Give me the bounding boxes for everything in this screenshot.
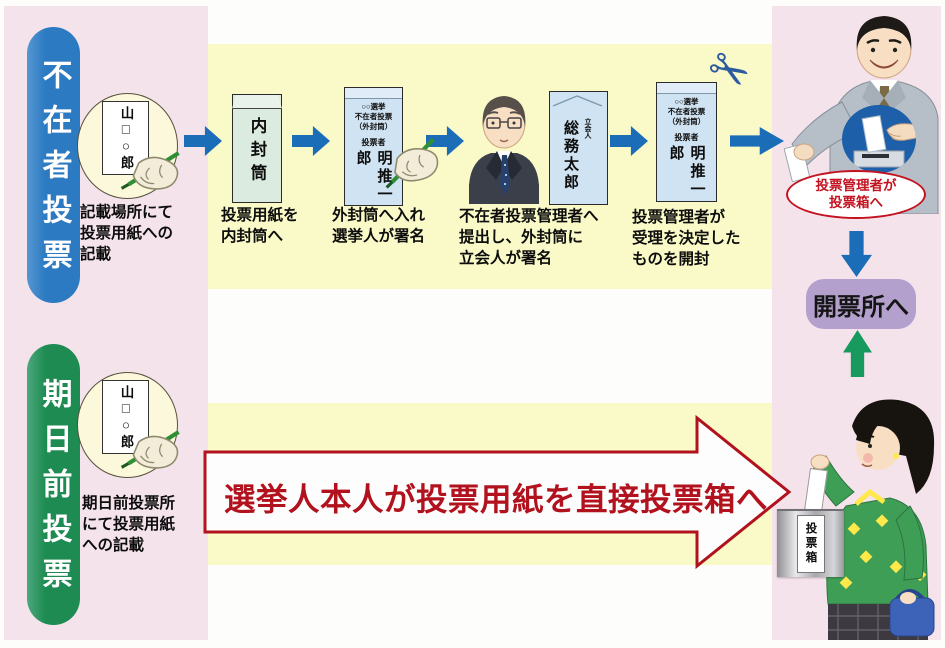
witness-field-label: 立会人: [584, 118, 591, 139]
witness-envelope: 総務太郎 立会人: [549, 91, 608, 205]
outer-envelope-signed: ○○選挙 不在者投票 （外封筒） 投票者 明推一郎: [344, 87, 403, 206]
step3-caption: 外封筒へ入れ 選挙人が署名: [332, 207, 426, 245]
big-direct-arrow: [203, 414, 792, 570]
big-direct-arrow-text: 選挙人本人が投票用紙を直接投票箱へ: [224, 481, 769, 517]
ballot-box: 投票箱: [777, 509, 844, 577]
ballot-paper: 山□○郎: [102, 101, 149, 175]
inner-envelope-label: 内封筒: [248, 117, 266, 188]
step4-caption: 不在者投票管理者へ 提出し、外封筒に 立会人が署名: [459, 208, 599, 267]
voter-field-label: 投票者: [361, 138, 386, 148]
envelope-flap: [232, 95, 282, 109]
ballot-candidate-name: 山□○郎: [118, 384, 134, 450]
hand-with-pencil-icon: [370, 136, 447, 191]
step2-caption: 投票用紙を 内封筒へ: [221, 207, 299, 245]
early-caption: 期日前投票所 にて投票用紙 への記載: [82, 495, 176, 554]
step5-caption: 投票管理者が 受理を決定した ものを開封: [632, 209, 741, 268]
envelope-flap: [657, 83, 716, 94]
absentee-voting-label: 不在者投票: [37, 58, 71, 284]
witness-signature: 総務太郎: [562, 120, 579, 192]
inner-envelope: 内封筒: [232, 94, 282, 203]
counting-station-label: 開票所へ: [813, 293, 909, 321]
voter-signature: 明推一郎: [354, 150, 393, 205]
ballot-candidate-name: 山□○郎: [118, 105, 134, 171]
voter-signature: 明推一郎: [667, 145, 706, 200]
opened-envelope: ○○選挙 不在者投票 （外封筒） 投票者 明推一郎: [656, 82, 717, 202]
outer-envelope-header: ○○選挙 不在者投票 （外封筒）: [354, 102, 393, 132]
early-voting-label: 期日前投票: [37, 378, 71, 603]
manager-oval-text: 投票管理者が 投票箱へ: [815, 178, 897, 210]
envelope-flap: [345, 88, 402, 99]
early-voter-illustration: [810, 399, 935, 640]
envelope-flap: [552, 95, 603, 107]
counting-station-box: 開票所へ: [806, 279, 916, 329]
absentee-manager-illustration: [469, 96, 539, 204]
step1-caption: 記載場所にて 投票用紙への 記載: [80, 204, 174, 263]
ballot-box-label: 投票箱: [804, 522, 817, 566]
ballot-box-label-plate: 投票箱: [796, 515, 825, 573]
outer-envelope-header: ○○選挙 不在者投票 （外封筒）: [667, 97, 706, 127]
ballot-into-box-closeup: [842, 105, 916, 173]
early-voting-pill: 期日前投票: [27, 344, 80, 625]
voter-field-label: 投票者: [674, 133, 699, 143]
manager-to-ballot-box-note: 投票管理者が 投票箱へ: [786, 170, 926, 219]
absentee-voting-pill: 不在者投票: [27, 27, 80, 303]
